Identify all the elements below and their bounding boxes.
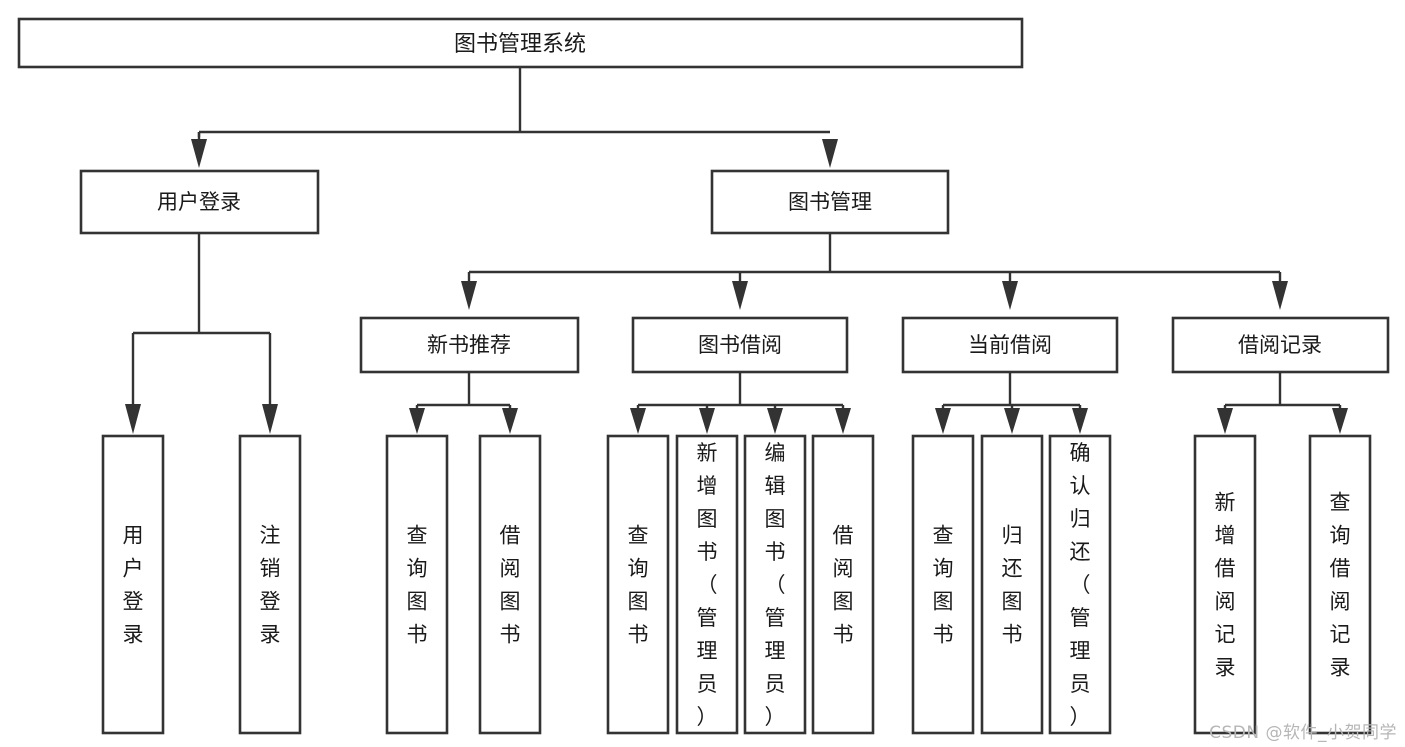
node-leaf-add-book-label: 新增图书（管理员） — [697, 441, 718, 729]
arrow-head-leaf-borrow-book-1 — [502, 408, 518, 434]
node-leaf-return-book[interactable]: 归还图书 — [980, 434, 1044, 735]
arrow-head-leaf-logout — [262, 404, 278, 434]
arrow-head-new-book-recommend — [461, 281, 477, 310]
node-leaf-add-record-label: 新增借阅记录 — [1215, 491, 1236, 680]
node-leaf-add-record-box[interactable] — [1193, 434, 1257, 735]
node-leaf-user-login[interactable]: 用户登录 — [101, 434, 165, 735]
arrow-head-leaf-edit-book — [767, 408, 783, 434]
arrow-head-leaf-confirm-return — [1072, 408, 1088, 434]
node-leaf-edit-book-box[interactable] — [743, 434, 807, 735]
node-leaf-confirm-return-box[interactable] — [1048, 434, 1112, 735]
node-leaf-query-book-1[interactable]: 查询图书 — [385, 434, 449, 735]
node-leaf-add-book-box[interactable] — [675, 434, 739, 735]
arrow-head-leaf-return-book — [1004, 408, 1020, 434]
connector-layer — [125, 68, 1348, 434]
node-user-login-label: 用户登录 — [157, 190, 241, 214]
arrow-head-leaf-query-book-2 — [630, 408, 646, 434]
node-leaf-user-login-box[interactable] — [101, 434, 165, 735]
arrow-head-current-borrow — [1002, 281, 1018, 310]
node-leaf-borrow-book-1-label: 借阅图书 — [500, 524, 521, 647]
arrow-head-leaf-query-record — [1332, 408, 1348, 434]
node-leaf-add-book[interactable]: 新增图书（管理员） — [675, 434, 739, 735]
node-leaf-borrow-book-2[interactable]: 借阅图书 — [811, 434, 875, 735]
arrow-head-leaf-user-login — [125, 404, 141, 434]
node-leaf-query-book-1-label: 查询图书 — [407, 524, 428, 647]
node-book-borrow[interactable]: 图书借阅 — [631, 316, 849, 374]
node-leaf-borrow-book-1-box[interactable] — [478, 434, 542, 735]
node-new-book-recommend-label: 新书推荐 — [427, 333, 511, 357]
node-leaf-logout[interactable]: 注销登录 — [238, 434, 302, 735]
node-leaf-confirm-return[interactable]: 确认归还（管理员） — [1048, 434, 1112, 735]
node-book-management-box[interactable] — [710, 169, 950, 235]
node-leaf-edit-book[interactable]: 编辑图书（管理员） — [743, 434, 807, 735]
node-leaf-query-book-2[interactable]: 查询图书 — [606, 434, 670, 735]
node-new-book-recommend[interactable]: 新书推荐 — [359, 316, 580, 374]
arrow-head-book-borrow — [732, 281, 748, 310]
node-book-borrow-box[interactable] — [631, 316, 849, 374]
node-user-login[interactable]: 用户登录 — [79, 169, 320, 235]
arrow-head-leaf-add-book — [699, 408, 715, 434]
node-leaf-logout-box[interactable] — [238, 434, 302, 735]
arrow-head-user-login — [191, 139, 207, 168]
node-root[interactable]: 图书管理系统 — [17, 17, 1024, 69]
node-leaf-query-book-3[interactable]: 查询图书 — [911, 434, 975, 735]
node-leaf-confirm-return-label: 确认归还（管理员） — [1070, 441, 1091, 729]
node-borrow-record[interactable]: 借阅记录 — [1171, 316, 1390, 374]
node-root-label: 图书管理系统 — [454, 32, 586, 57]
arrow-head-leaf-borrow-book-2 — [835, 408, 851, 434]
node-current-borrow-label: 当前借阅 — [968, 333, 1052, 357]
csdn-watermark: CSDN @软件_小贺同学 — [1209, 723, 1397, 743]
node-root-box[interactable] — [17, 17, 1024, 69]
node-book-management-label: 图书管理 — [788, 190, 872, 214]
node-leaf-return-book-label: 归还图书 — [1002, 524, 1023, 647]
arrow-head-borrow-record — [1272, 281, 1288, 310]
node-leaf-borrow-book-1[interactable]: 借阅图书 — [478, 434, 542, 735]
arrow-head-leaf-query-book-1 — [409, 408, 425, 434]
arrow-head-book-management — [822, 139, 838, 168]
node-leaf-query-book-3-label: 查询图书 — [933, 524, 954, 647]
node-leaf-add-record[interactable]: 新增借阅记录 — [1193, 434, 1257, 735]
node-borrow-record-label: 借阅记录 — [1238, 333, 1322, 357]
node-leaf-query-book-1-box[interactable] — [385, 434, 449, 735]
arrow-head-leaf-add-record — [1217, 408, 1233, 434]
node-leaf-query-record[interactable]: 查询借阅记录 — [1308, 434, 1372, 735]
node-current-borrow-box[interactable] — [901, 316, 1119, 374]
node-leaf-query-book-3-box[interactable] — [911, 434, 975, 735]
node-current-borrow[interactable]: 当前借阅 — [901, 316, 1119, 374]
node-leaf-query-record-box[interactable] — [1308, 434, 1372, 735]
node-leaf-user-login-label: 用户登录 — [123, 524, 144, 647]
node-leaf-return-book-box[interactable] — [980, 434, 1044, 735]
node-leaf-edit-book-label: 编辑图书（管理员） — [765, 441, 786, 729]
node-book-borrow-label: 图书借阅 — [698, 333, 782, 357]
node-leaf-borrow-book-2-box[interactable] — [811, 434, 875, 735]
node-user-login-box[interactable] — [79, 169, 320, 235]
node-new-book-recommend-box[interactable] — [359, 316, 580, 374]
node-leaf-query-record-label: 查询借阅记录 — [1330, 491, 1351, 680]
node-leaf-query-book-2-label: 查询图书 — [628, 524, 649, 647]
node-leaf-query-book-2-box[interactable] — [606, 434, 670, 735]
arrow-head-leaf-query-book-3 — [935, 408, 951, 434]
node-leaf-borrow-book-2-label: 借阅图书 — [833, 524, 854, 647]
node-leaf-logout-label: 注销登录 — [260, 524, 281, 647]
node-borrow-record-box[interactable] — [1171, 316, 1390, 374]
node-book-management[interactable]: 图书管理 — [710, 169, 950, 235]
